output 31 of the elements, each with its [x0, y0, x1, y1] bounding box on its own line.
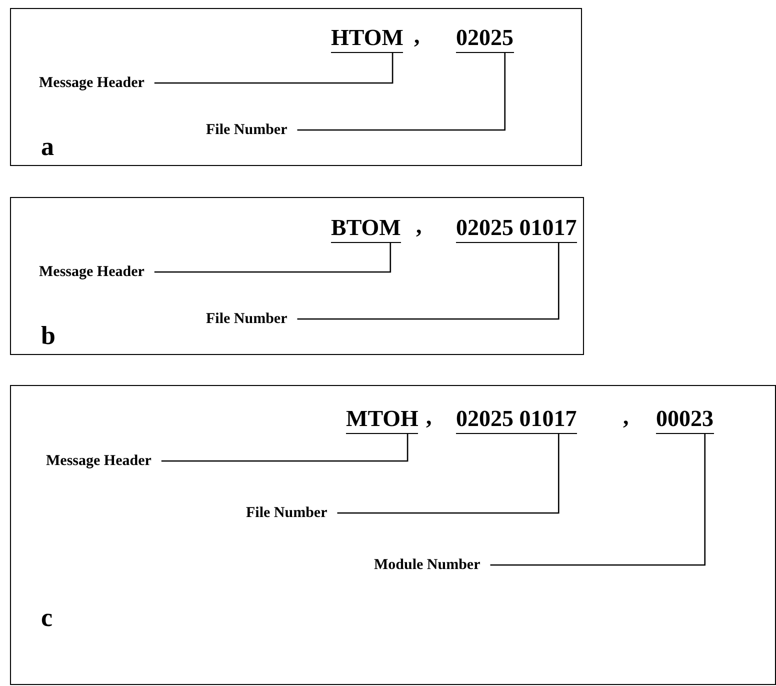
code-field: 02025 01017 — [456, 406, 577, 434]
leader-line — [337, 434, 560, 514]
panel-letter: b — [41, 322, 56, 350]
field-label: Message Header — [39, 263, 144, 281]
comma-separator: , — [426, 404, 432, 431]
code-field: HTOM — [331, 25, 404, 53]
leader-line — [154, 243, 392, 273]
panel-frame — [10, 197, 584, 355]
panel-letter: c — [41, 604, 53, 632]
field-label: Module Number — [374, 556, 480, 574]
field-label: File Number — [246, 504, 328, 522]
code-field: 02025 01017 — [456, 215, 577, 243]
comma-separator: , — [623, 404, 629, 431]
comma-separator: , — [414, 23, 420, 50]
code-field: BTOM — [331, 215, 401, 243]
panel-frame — [10, 385, 776, 685]
leader-line — [161, 434, 408, 462]
code-field: 02025 — [456, 25, 514, 53]
field-label: Message Header — [39, 74, 144, 92]
leader-line — [297, 243, 560, 320]
panel-letter: a — [41, 133, 54, 161]
code-field: 00023 — [656, 406, 714, 434]
panel-frame — [10, 8, 582, 166]
field-label: Message Header — [46, 452, 152, 470]
leader-line — [490, 434, 706, 566]
code-field: MTOH — [346, 406, 418, 434]
leader-line — [154, 53, 394, 84]
leader-line — [297, 53, 506, 131]
field-label: File Number — [206, 310, 288, 328]
comma-separator: , — [416, 213, 422, 240]
field-label: File Number — [206, 121, 288, 139]
